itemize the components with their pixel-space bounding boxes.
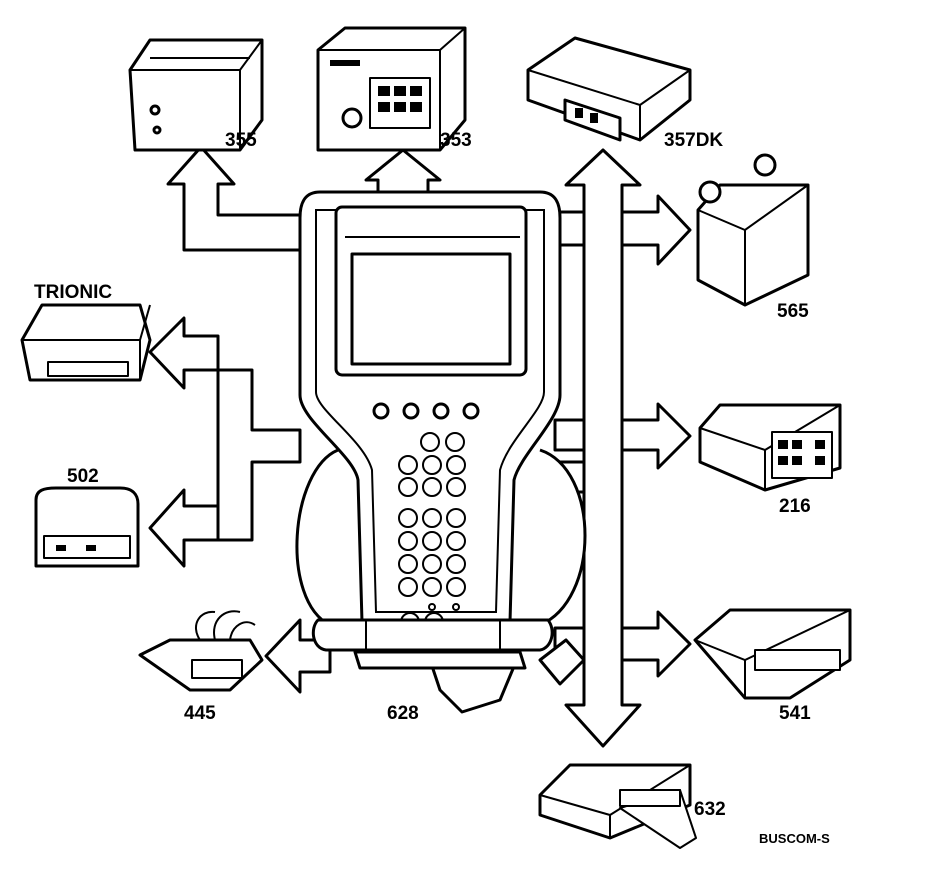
label-628: 628 [387, 703, 419, 724]
label-trionic: TRIONIC [34, 282, 112, 303]
tester-screen [350, 252, 512, 366]
module-541 [693, 608, 852, 700]
arrow-to-353 [364, 148, 442, 194]
arrow-bus-vertical [564, 148, 642, 748]
arrow-to-355 [166, 145, 302, 252]
label-541: 541 [779, 703, 811, 724]
arrow-to-541 [620, 610, 692, 678]
arrow-to-216 [620, 402, 692, 470]
arrow-to-502 [148, 488, 220, 568]
label-502: 502 [67, 466, 99, 487]
label-445: 445 [184, 703, 216, 724]
label-357dk: 357DK [664, 130, 723, 151]
tester-bumper [311, 618, 554, 652]
tester-button-2 [402, 402, 420, 420]
module-355 [128, 38, 264, 152]
tester-body-inner [315, 209, 545, 613]
module-445 [138, 610, 264, 692]
label-355: 355 [225, 130, 257, 151]
arrow-diagonal-lower [538, 638, 586, 686]
module-565 [696, 153, 810, 307]
arrow-to-445 [264, 618, 332, 694]
tester-button-3 [432, 402, 450, 420]
module-502 [34, 486, 140, 568]
arrow-device-to-bus-mid [553, 418, 586, 452]
tester-button-1 [372, 402, 390, 420]
module-357dk [526, 36, 692, 142]
label-632: 632 [694, 799, 726, 820]
label-216: 216 [779, 496, 811, 517]
label-353: 353 [440, 130, 472, 151]
module-632 [538, 763, 697, 849]
arrow-left-bus [216, 368, 302, 542]
arrow-to-565 [620, 194, 692, 266]
bus-arrows [148, 145, 692, 748]
tester-button-4 [462, 402, 480, 420]
module-trionic [20, 303, 152, 382]
module-216 [698, 403, 842, 492]
tester-cable [295, 448, 587, 627]
tester-keypad [398, 432, 466, 632]
figure-reference: BUSCOM-S [759, 831, 830, 846]
module-353 [316, 26, 467, 152]
arrow-to-trionic [148, 316, 220, 390]
label-565: 565 [777, 301, 809, 322]
tester-device-628 [295, 190, 587, 714]
